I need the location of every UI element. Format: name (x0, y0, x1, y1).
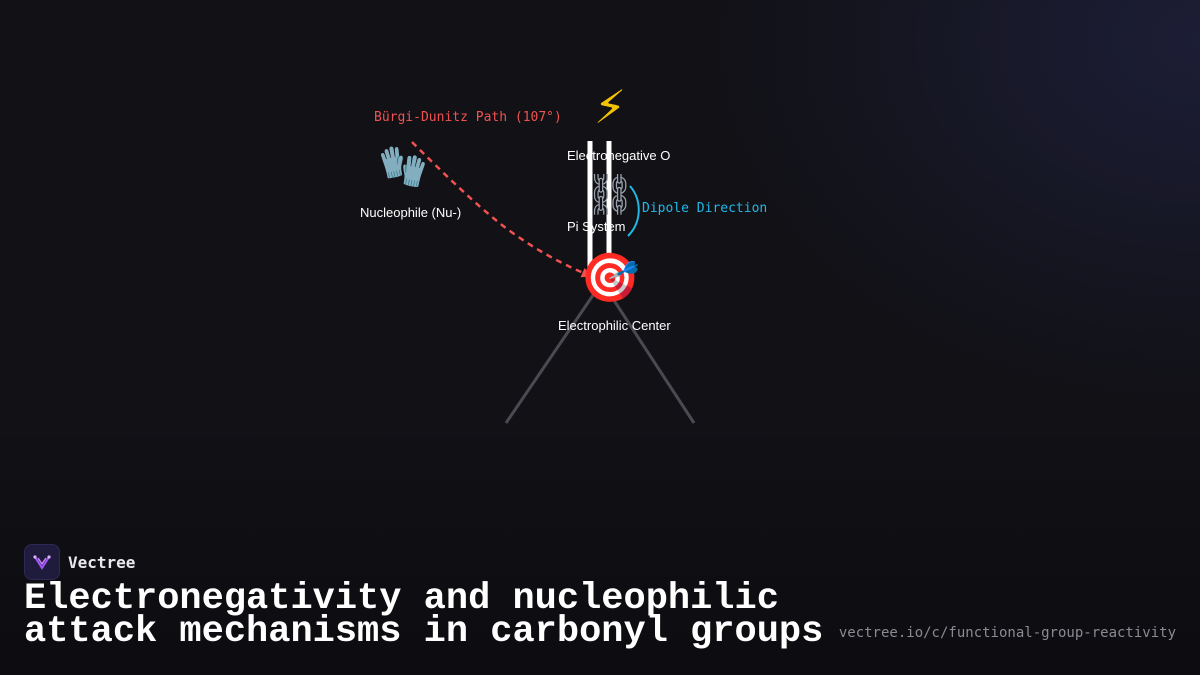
pi-system-label: Pi System (567, 219, 626, 234)
lightning-icon: ⚡ (594, 80, 626, 134)
chain-icon: ⛓ (585, 172, 636, 218)
dipole-direction-label: Dipole Direction (642, 201, 768, 216)
source-url: vectree.io/c/functional-group-reactivity (838, 625, 1176, 641)
electrophilic-center-label: Electrophilic Center (558, 318, 671, 333)
substituent-bond-right (600, 281, 696, 424)
gloves-icon: 🧤 (378, 144, 428, 190)
brand: Vectree (24, 544, 135, 580)
burgi-dunitz-label: Bürgi-Dunitz Path (107°) (374, 110, 562, 125)
nucleophile-label: Nucleophile (Nu-) (360, 205, 462, 220)
dipole-arc (627, 185, 640, 237)
brand-name: Vectree (68, 552, 136, 572)
substituent-bond-left (504, 281, 604, 424)
oxygen-label: Electronegative O (567, 148, 671, 163)
target-icon: 🎯 (580, 250, 640, 306)
page-title: Electronegativity and nucleophilic attac… (24, 578, 824, 653)
vectree-logo-icon (24, 544, 60, 580)
